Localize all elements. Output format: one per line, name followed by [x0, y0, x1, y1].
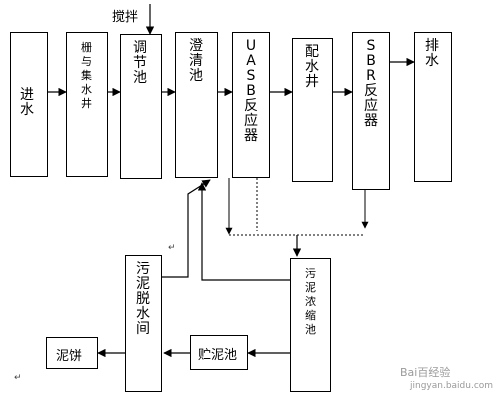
outlet-box: 排 水: [414, 32, 452, 182]
sludge-dewatering-box: 污 泥 脱 水 间: [125, 255, 162, 392]
clarifier-label: 澄 清 池: [189, 38, 203, 84]
sbr-reactor-label: S B R 反 应 器: [364, 38, 378, 129]
screen-well-label: 栅 与 集 水 井: [81, 41, 92, 110]
sludge-cake-label: 泥饼: [56, 349, 83, 364]
clarifier-box: 澄 清 池: [175, 32, 218, 178]
return-line-dewatering-to-clarifier: [162, 179, 211, 278]
equalization-tank-label: 调 节 池: [133, 40, 147, 86]
inlet-label: 进 水: [20, 87, 34, 118]
sludge-storage-label: 贮泥池: [198, 348, 238, 363]
distribution-well-box: 配 水 井: [292, 38, 333, 182]
distribution-well-label: 配 水 井: [305, 44, 319, 90]
watermark-logo: Bai百经验: [400, 366, 451, 379]
screen-well-box: 栅 与 集 水 井: [66, 32, 108, 177]
sludge-dewatering-label: 污 泥 脱 水 间: [136, 261, 150, 337]
stirring-label: 搅拌: [112, 10, 139, 25]
sludge-storage-box: 贮泥池: [190, 335, 248, 370]
sludge-thickener-label: 污 泥 浓 缩 池: [305, 267, 316, 336]
sludge-cake-box: 泥饼: [46, 337, 98, 369]
sbr-reactor-box: S B R 反 应 器: [352, 32, 390, 190]
paragraph-mark: ↵: [168, 243, 176, 253]
equalization-tank-box: 调 节 池: [120, 34, 162, 179]
watermark-site: jingyan.baidu.com: [410, 381, 494, 391]
return-line-thickener-to-clarifier: [197, 182, 290, 281]
paragraph-mark: ↵: [14, 373, 22, 383]
sludge-thickener-box: 污 泥 浓 缩 池: [290, 258, 331, 392]
outlet-label: 排 水: [425, 38, 439, 69]
uasb-reactor-label: U A S B 反 应 器: [244, 38, 258, 144]
inlet-box: 进 水: [10, 32, 48, 177]
uasb-reactor-box: U A S B 反 应 器: [232, 32, 270, 178]
